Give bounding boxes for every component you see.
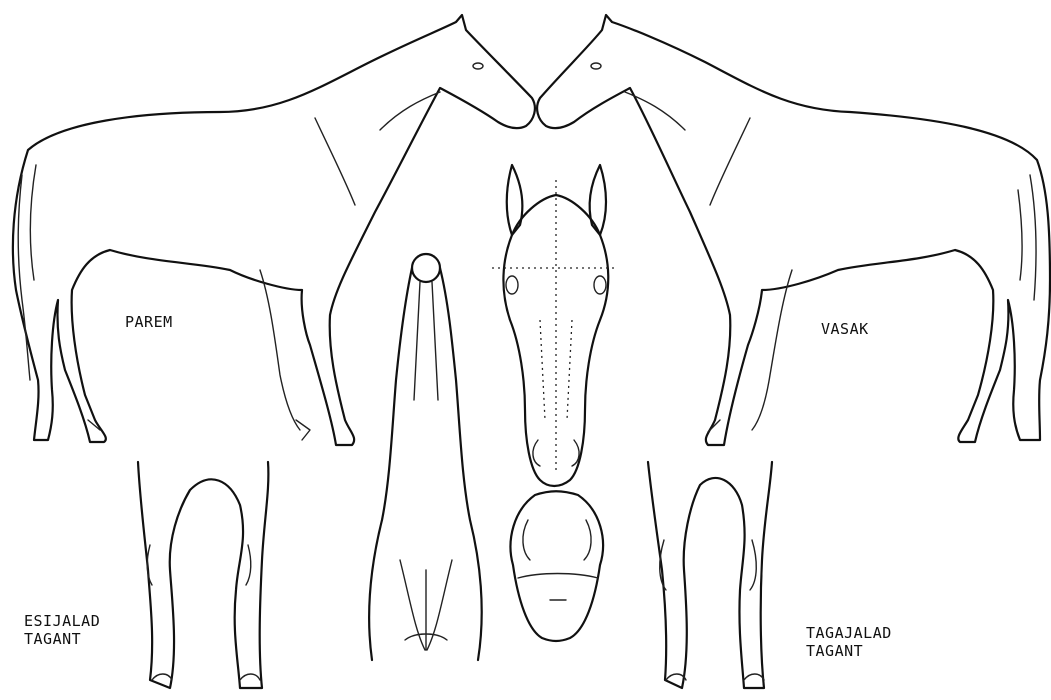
label-hindlegs-behind-line2: TAGANT <box>806 642 863 660</box>
horse-left-profile <box>537 15 1050 445</box>
label-forelegs-behind-line2: TAGANT <box>24 630 81 648</box>
head-front-view <box>492 165 616 486</box>
muzzle-underside-view <box>511 491 604 641</box>
forelegs-rear-view <box>138 462 268 688</box>
label-forelegs-behind-line1: ESIJALAD <box>24 612 100 630</box>
hindlegs-rear-view <box>648 462 772 688</box>
label-right-side: PAREM <box>125 313 173 331</box>
label-left-side: VASAK <box>821 320 869 338</box>
neck-chest-front-view <box>369 254 482 660</box>
label-hindlegs-behind-line1: TAGAJALAD <box>806 624 892 642</box>
